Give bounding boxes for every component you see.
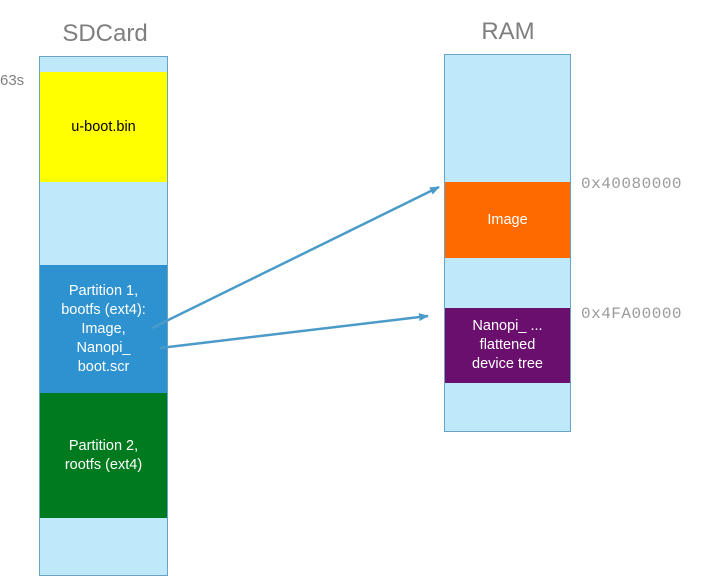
image-address: 0x40080000 (581, 175, 683, 193)
ram-title: RAM (481, 18, 535, 45)
ram-image-label: Image (487, 211, 528, 228)
ram-image-block: Image (445, 182, 570, 258)
sdcard-side-label: 63s (0, 72, 25, 89)
dtb-address: 0x4FA00000 (581, 305, 683, 323)
arrow-to-dtb (159, 313, 429, 350)
sdcard-title: SDCard (62, 20, 148, 47)
ram-column: Image Nanopi_ ... flattened device tree (444, 54, 571, 432)
partition1-block: Partition 1, bootfs (ext4): Image, Nanop… (40, 265, 167, 393)
sdcard-column: u-boot.bin Partition 1, bootfs (ext4): I… (39, 56, 168, 576)
uboot-block: u-boot.bin (40, 72, 167, 182)
ram-dtb-label: Nanopi_ ... flattened device tree (472, 318, 543, 372)
uboot-label: u-boot.bin (71, 118, 136, 135)
partition2-label: Partition 2, rootfs (ext4) (64, 437, 143, 473)
partition1-label: Partition 1, bootfs (ext4): Image, Nanop… (61, 282, 146, 375)
ram-dtb-block: Nanopi_ ... flattened device tree (445, 308, 570, 383)
partition2-block: Partition 2, rootfs (ext4) (40, 393, 167, 518)
arrow-to-image (151, 185, 440, 330)
